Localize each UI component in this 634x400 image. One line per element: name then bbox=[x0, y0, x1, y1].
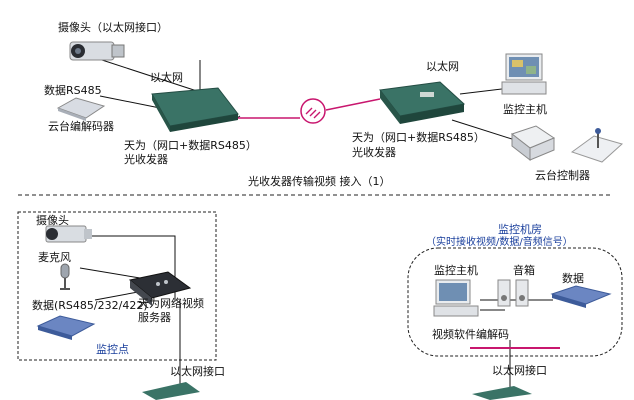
data-rs485-label: 数据RS485 bbox=[44, 84, 102, 97]
converter-bottom-right-icon bbox=[472, 386, 532, 400]
control-room-host-icon bbox=[433, 279, 479, 317]
camera-icon bbox=[45, 225, 92, 243]
data-ports-label: 数据(RS485/232/422) bbox=[32, 299, 148, 312]
video-server-label-line2: 服务器 bbox=[138, 311, 171, 324]
software-decode-label: 视频软件编解码 bbox=[432, 328, 509, 341]
data-box-icon bbox=[550, 285, 612, 308]
ethernet-interface-label-right: 以太网接口 bbox=[492, 364, 547, 377]
camera-label: 摄像头 bbox=[36, 214, 69, 227]
data-label: 数据 bbox=[562, 272, 584, 285]
data-device-icon bbox=[36, 315, 96, 340]
converter-bottom-left-icon bbox=[142, 382, 200, 400]
converter-right-label-line2: 光收发器 bbox=[352, 146, 396, 159]
fiber-line-right bbox=[325, 98, 381, 111]
video-server-icon bbox=[128, 271, 192, 306]
ptz-controller-label: 云台控制器 bbox=[535, 169, 590, 182]
speaker-label: 音箱 bbox=[513, 264, 535, 277]
monitor-host-icon bbox=[501, 53, 547, 95]
video-server-label-line1: 天为网络视频 bbox=[138, 297, 204, 310]
ethernet-interface-label-left: 以太网接口 bbox=[170, 365, 225, 378]
control-room-frame bbox=[407, 247, 623, 357]
ptz-decoder-label: 云台编解码器 bbox=[48, 120, 114, 133]
ethernet-label-left: 以太网 bbox=[150, 71, 183, 84]
control-room-host-label: 监控主机 bbox=[434, 264, 478, 277]
ethernet-label-right: 以太网 bbox=[426, 60, 459, 73]
camera-ethernet-label: 摄像头（以太网接口） bbox=[58, 21, 168, 34]
fiber-link-icon bbox=[300, 98, 326, 124]
monitor-point-frame bbox=[17, 211, 217, 361]
ptz-decoder-icon bbox=[56, 97, 106, 121]
microphone-icon bbox=[60, 263, 70, 290]
converter-right-label-line1: 天为（网口+数据RS485） bbox=[352, 131, 485, 144]
diagram-caption: 光收发器传输视频 接入（1） bbox=[248, 175, 391, 188]
monitor-host-label: 监控主机 bbox=[503, 103, 547, 116]
monitor-point-label: 监控点 bbox=[96, 343, 129, 356]
fiber-converter-left-icon bbox=[151, 87, 239, 132]
control-room-subtitle: （实时接收视频/数据/音频信号） bbox=[426, 237, 573, 248]
ip-camera-icon bbox=[69, 41, 125, 61]
control-room-title: 监控机房 bbox=[498, 223, 542, 236]
speaker-icon bbox=[497, 279, 529, 307]
fiber-converter-right-icon bbox=[379, 81, 466, 124]
ptz-joystick-icon bbox=[570, 128, 624, 163]
converter-left-label: 天为（网口+数据RS485） 光收发器 bbox=[124, 139, 257, 166]
microphone-label: 麦克风 bbox=[38, 251, 71, 264]
ptz-controller-box-icon bbox=[510, 125, 556, 162]
